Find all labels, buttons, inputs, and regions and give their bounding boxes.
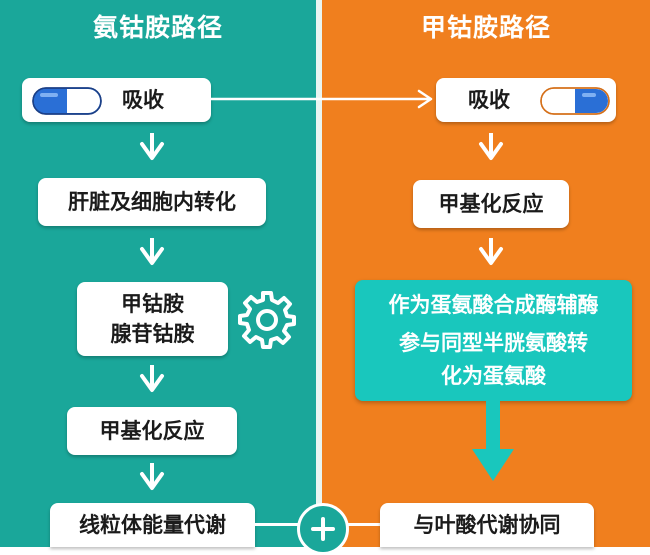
arrow-down-icon: [140, 238, 164, 265]
left-liver-box: 肝脏及细胞内转化: [38, 178, 266, 226]
arrow-right-icon: [211, 89, 433, 109]
right-methylation-box: 甲基化反应: [413, 180, 569, 228]
left-liver-label: 肝脏及细胞内转化: [68, 189, 236, 214]
right-methylation-label: 甲基化反应: [438, 191, 544, 216]
right-highlight-line-1: 作为蛋氨酸合成酶辅酶: [388, 292, 599, 317]
right-highlight-line-3: 化为蛋氨酸: [441, 363, 546, 388]
right-absorb-label: 吸收: [468, 87, 510, 112]
left-methylation-label: 甲基化反应: [99, 418, 205, 443]
right-panel-title: 甲钴胺路径: [420, 13, 551, 42]
right-folate-label: 与叶酸代谢协同: [413, 512, 561, 537]
left-absorb-label: 吸收: [122, 87, 164, 112]
left-mitochondria-box: 线粒体能量代谢: [50, 503, 255, 547]
left-adenosylcobalamin-label: 腺苷钴胺: [110, 322, 195, 346]
left-mitochondria-label: 线粒体能量代谢: [79, 512, 226, 537]
left-methylcobalamin-label: 甲钴胺: [121, 291, 184, 316]
gear-icon: [238, 291, 296, 349]
arrow-down-icon: [140, 365, 164, 392]
arrow-down-icon: [140, 133, 164, 160]
arrow-down-icon: [479, 238, 503, 265]
right-highlight-box: 作为蛋氨酸合成酶辅酶 参与同型半胱氨酸转 化为蛋氨酸: [355, 280, 632, 401]
right-highlight-line-2: 参与同型半胱氨酸转: [399, 331, 588, 356]
left-methylation-box: 甲基化反应: [67, 407, 237, 455]
left-coenzyme-box: 甲钴胺 腺苷钴胺: [77, 282, 228, 356]
capsule-icon: [32, 87, 102, 115]
plus-icon: [297, 503, 349, 555]
capsule-icon: [540, 87, 610, 115]
arrow-down-icon: [479, 133, 503, 160]
left-panel-title: 氨钴胺路径: [92, 13, 223, 42]
arrow-down-icon: [472, 401, 514, 481]
right-folate-box: 与叶酸代谢协同: [380, 503, 594, 547]
arrow-down-icon: [140, 463, 164, 490]
panel-divider: [316, 0, 322, 547]
